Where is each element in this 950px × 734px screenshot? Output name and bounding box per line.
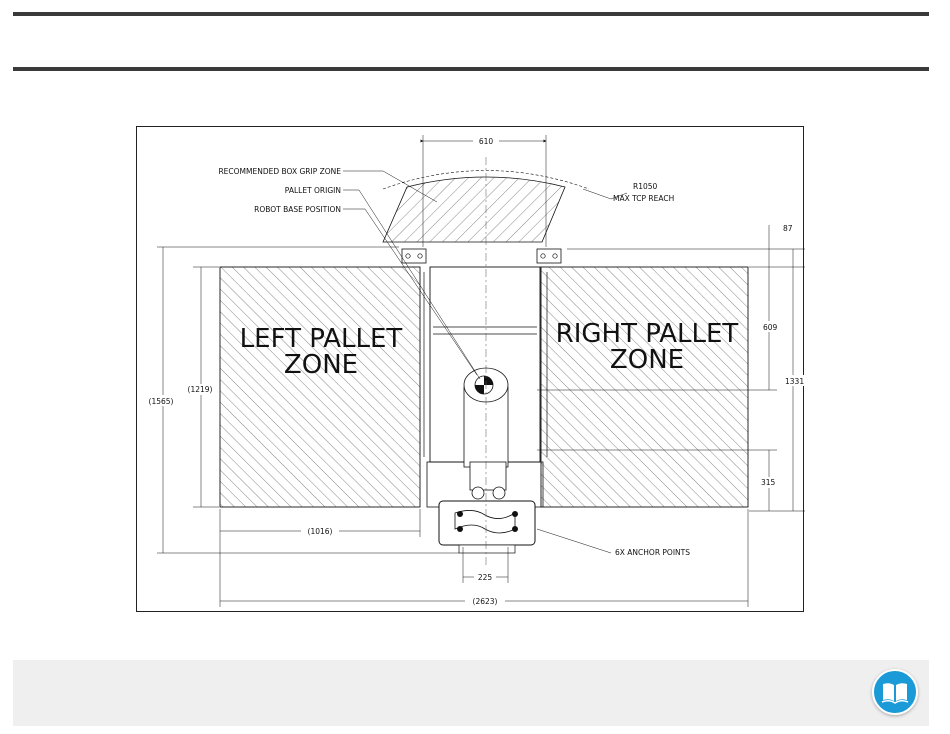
layout-drawing-svg: LEFT PALLET ZONE RIGHT PALLET ZONE RECOM… xyxy=(137,127,805,613)
open-book-icon xyxy=(874,671,916,713)
anchor-points-callout: 6X ANCHOR POINTS xyxy=(615,548,690,557)
left-zone-label-line2: ZONE xyxy=(284,350,358,380)
grip-zone-callout: RECOMMENDED BOX GRIP ZONE xyxy=(218,167,341,176)
dim-left-total: (1565) xyxy=(149,397,174,406)
dim-right-upper: 609 xyxy=(763,323,778,332)
dim-overall-width: (2623) xyxy=(473,597,498,606)
header-rule-top xyxy=(13,12,929,16)
dim-left-width: (1016) xyxy=(308,527,333,536)
left-pallet-zone xyxy=(220,267,420,507)
robot-base xyxy=(439,501,535,553)
dim-top-offset: 87 xyxy=(783,224,793,233)
right-zone-label-line2: ZONE xyxy=(610,345,684,375)
dim-left-pallet: (1219) xyxy=(188,385,213,394)
pallet-origin-callout: PALLET ORIGIN xyxy=(285,186,341,195)
layout-drawing: LEFT PALLET ZONE RIGHT PALLET ZONE RECOM… xyxy=(136,126,804,612)
dim-base-width: 225 xyxy=(478,573,493,582)
anchor-bracket-left xyxy=(402,249,426,263)
dim-right-total: 1331 xyxy=(785,377,804,386)
reach-label-callout: MAX TCP REACH xyxy=(613,194,674,203)
pallet-origin-marker xyxy=(475,376,493,394)
footer-bar xyxy=(13,660,929,726)
robot-base-callout: ROBOT BASE POSITION xyxy=(254,205,341,214)
right-pallet-zone xyxy=(541,267,748,507)
documentation-button[interactable] xyxy=(872,669,918,715)
anchor-bracket-right xyxy=(537,249,561,263)
dim-right-lower: 315 xyxy=(761,478,776,487)
reach-radius-callout: R1050 xyxy=(633,182,658,191)
header-rule-bottom xyxy=(13,67,929,71)
dim-top-width: 610 xyxy=(479,137,494,146)
